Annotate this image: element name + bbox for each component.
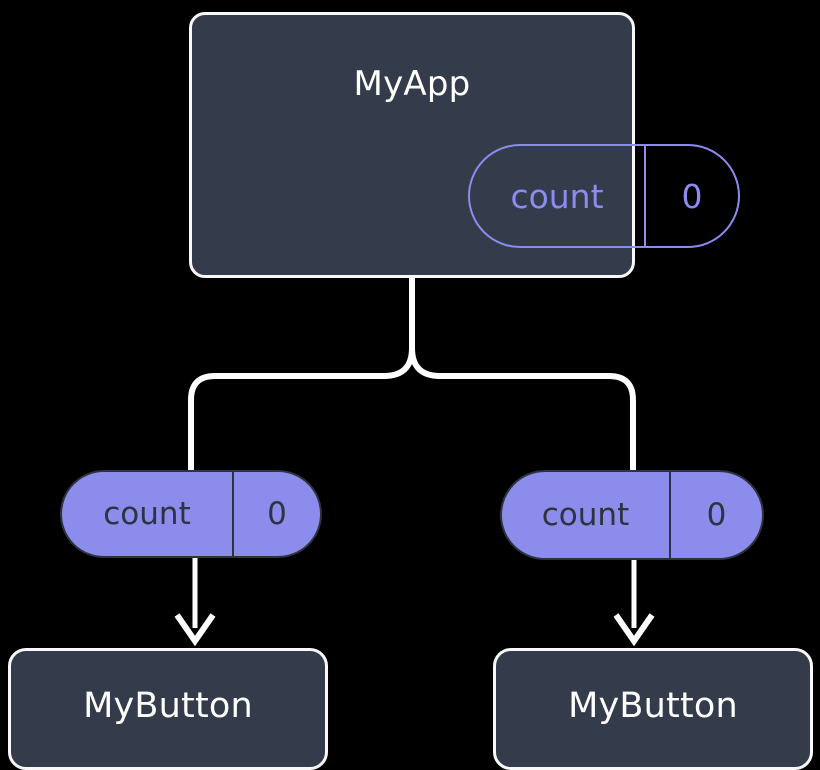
node-mybutton-left[interactable]: MyButton	[8, 648, 328, 770]
edge-root-to-left-pill	[188, 275, 415, 473]
edge-root-to-right-pill	[409, 275, 636, 473]
state-pill-left-value: 0	[267, 495, 287, 532]
arrowhead-right-icon	[613, 613, 655, 647]
state-pill-myapp[interactable]: count 0	[468, 144, 740, 248]
state-pill-right[interactable]: count 0	[500, 470, 764, 560]
state-pill-right-value: 0	[706, 496, 727, 533]
state-pill-myapp-key: count	[470, 146, 646, 246]
arrowhead-left-icon	[174, 613, 216, 647]
node-mybutton-right[interactable]: MyButton	[493, 648, 813, 770]
node-myapp[interactable]: MyApp count 0	[189, 12, 740, 278]
state-pill-right-key: count	[502, 472, 671, 558]
node-myapp-label: MyApp	[353, 64, 471, 104]
state-pill-left[interactable]: count 0	[60, 470, 322, 558]
state-pill-left-key: count	[62, 472, 234, 556]
node-mybutton-left-label: MyButton	[83, 685, 253, 726]
node-mybutton-right-label: MyButton	[568, 685, 738, 726]
state-pill-myapp-value: 0	[681, 176, 703, 216]
